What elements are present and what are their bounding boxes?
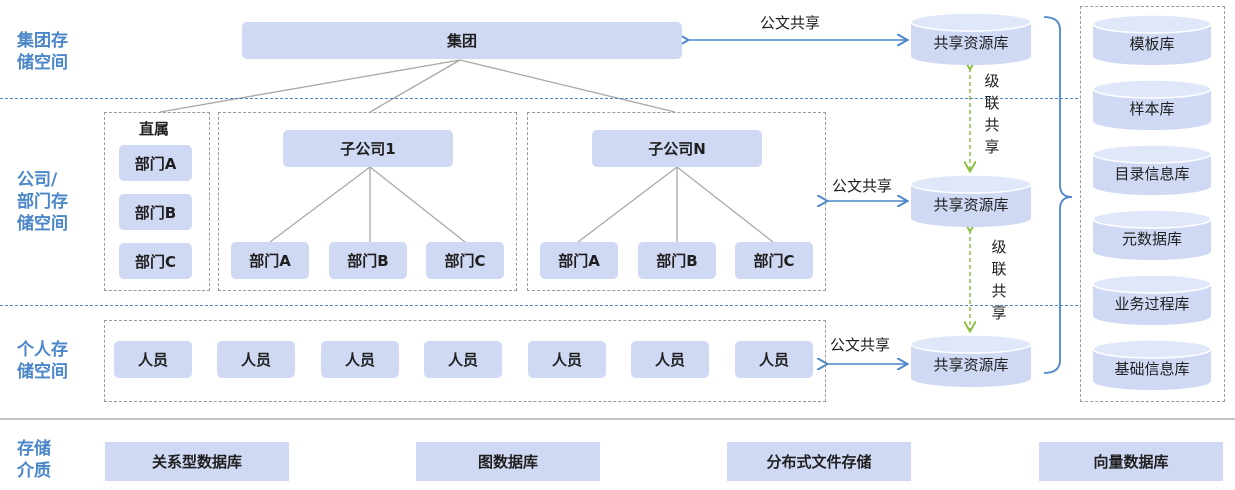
subsidiary-n-dept-a: 部门A [540,242,618,279]
shared-repo-group-label: 共享资源库 [933,33,1009,52]
person-7: 人员 [735,341,813,378]
layer-label-media: 存储 介质 [17,439,51,481]
cylinder-icon [1092,14,1212,65]
repo-business-process: 业务过程库 [1092,274,1212,326]
layer-separator-2 [0,305,1078,306]
person-4: 人员 [424,341,502,378]
direct-title: 直属 [139,120,170,138]
repo-metadata-label: 元数据库 [1121,229,1182,248]
person-5: 人员 [528,341,606,378]
layer-label-personal: 个人存 储空间 [17,340,68,382]
repo-basic-info: 基础信息库 [1092,339,1212,391]
doc-share-label-personal: 公文共享 [830,336,891,354]
cylinder-icon [1092,144,1212,195]
repo-brace [1043,16,1073,374]
doc-share-label-company: 公文共享 [832,177,893,195]
repos-container [1080,6,1225,402]
cascade-share-label-lower: 级 联 共 享 [991,238,1007,322]
direct-dept-b: 部门B [119,194,192,230]
direct-dept-a: 部门A [119,145,192,181]
repo-template-label: 模板库 [1129,34,1175,53]
subsidiary-n-node: 子公司N [592,130,762,167]
subsidiary-1-dept-b: 部门B [329,242,407,279]
shared-repo-personal: 共享资源库 [910,334,1032,388]
group-tree-lines [159,59,774,243]
layer-label-group: 集团存 储空间 [17,31,68,73]
cylinder-icon [910,334,1032,387]
media-distributed-fs: 分布式文件存储 [727,442,911,481]
personal-container [104,320,826,402]
person-2: 人员 [217,341,295,378]
shared-repo-group: 共享资源库 [910,12,1032,66]
layer-separator-1 [0,98,1078,99]
subsidiary-n-container [527,112,826,291]
person-3: 人员 [321,341,399,378]
direct-dept-c: 部门C [119,243,192,279]
shared-repo-company-label: 共享资源库 [933,195,1009,214]
cylinder-icon [910,12,1032,65]
direct-container [104,112,210,291]
subsidiary-n-dept-c: 部门C [735,242,813,279]
layer-label-company: 公司/ 部门存 储空间 [17,170,68,234]
repo-sample-label: 样本库 [1129,99,1175,118]
repo-sample: 样本库 [1092,79,1212,131]
cylinder-icon [1092,339,1212,390]
group-node: 集团 [242,22,682,59]
repo-basic-info-label: 基础信息库 [1114,359,1190,378]
media-vector-db: 向量数据库 [1039,442,1223,481]
cylinder-icon [1092,274,1212,325]
repo-catalog: 目录信息库 [1092,144,1212,196]
repo-metadata: 元数据库 [1092,209,1212,261]
repo-business-process-label: 业务过程库 [1114,294,1190,313]
cascade-share-label-upper: 级 联 共 享 [984,72,1000,156]
media-graph-db: 图数据库 [416,442,600,481]
repo-catalog-label: 目录信息库 [1114,164,1190,183]
shared-repo-personal-label: 共享资源库 [933,355,1009,374]
cylinder-icon [910,174,1032,227]
subsidiary-1-node: 子公司1 [283,130,453,167]
person-6: 人员 [631,341,709,378]
doc-share-label-group: 公文共享 [760,14,821,32]
repo-template: 模板库 [1092,14,1212,66]
doc-share-arrows [687,40,906,364]
subsidiary-1-dept-c: 部门C [426,242,504,279]
subsidiary-1-dept-a: 部门A [231,242,309,279]
media-relational-db: 关系型数据库 [105,442,289,481]
person-1: 人员 [114,341,192,378]
subsidiary-n-dept-b: 部门B [638,242,716,279]
cylinder-icon [1092,79,1212,130]
subsidiary-1-container [218,112,517,291]
cylinder-icon [1092,209,1212,260]
shared-repo-company: 共享资源库 [910,174,1032,228]
